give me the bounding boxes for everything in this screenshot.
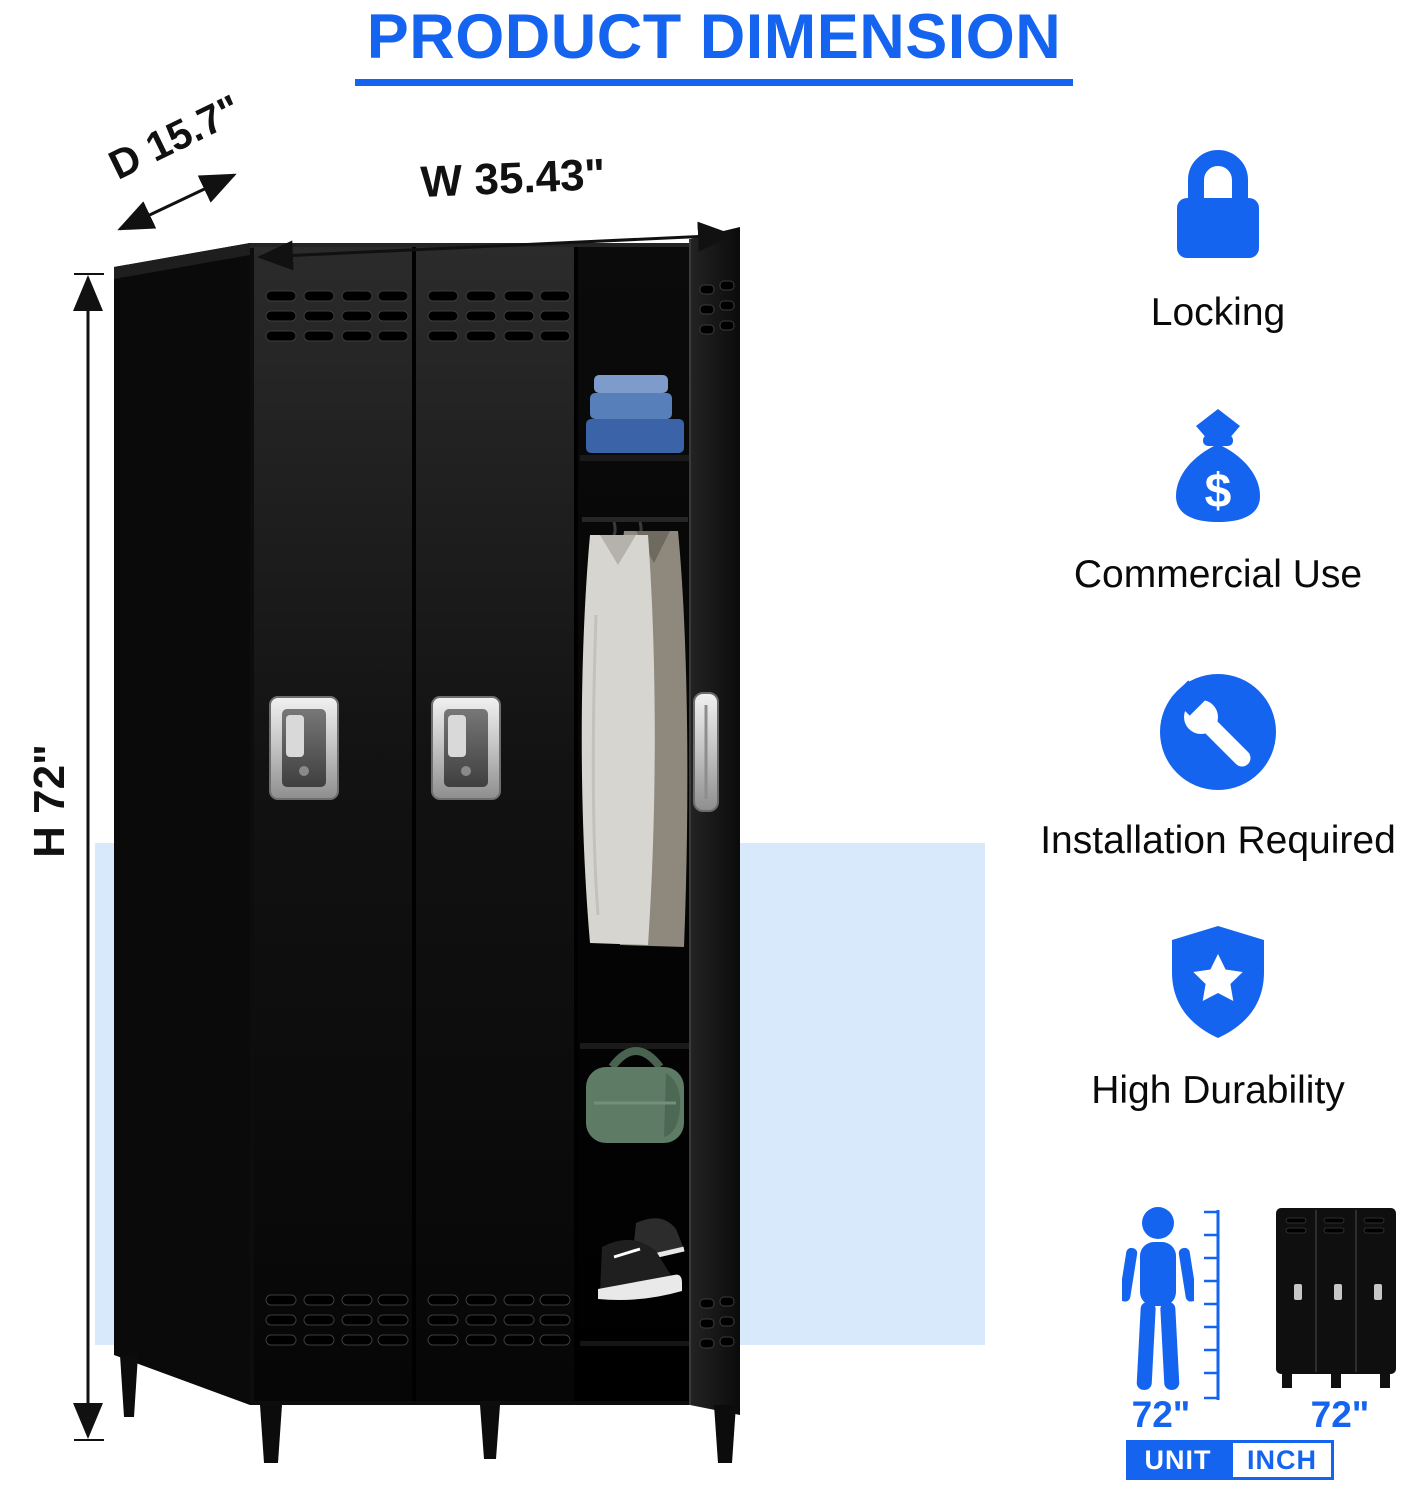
locker-door-left xyxy=(254,247,412,1401)
feature-label: Commercial Use xyxy=(1073,553,1363,596)
person-height-label: 72" xyxy=(1131,1394,1191,1435)
locker-height-label: 72" xyxy=(1310,1394,1370,1435)
feature-locking: Locking xyxy=(1008,140,1428,335)
width-dimension-label: W 35.43" xyxy=(419,149,607,208)
feature-commercial-use: $ Commercial Use xyxy=(1008,402,1428,597)
unit-label: UNIT xyxy=(1126,1440,1230,1480)
shield-star-icon xyxy=(1008,918,1428,1042)
locker-door-middle xyxy=(416,247,574,1401)
feature-installation: Installation Required xyxy=(1008,668,1428,863)
height-dimension-label: H 72" xyxy=(25,744,74,858)
locker-interior xyxy=(578,247,690,1401)
feature-label: Locking xyxy=(1150,291,1286,334)
height-ruler-icon xyxy=(1200,1208,1226,1407)
lock-icon xyxy=(1008,140,1428,264)
person-icon xyxy=(1119,1206,1197,1401)
locker-open-door xyxy=(689,227,740,1415)
dollar-symbol: $ xyxy=(1205,465,1232,518)
feature-label: High Durability xyxy=(1091,1069,1345,1112)
locker-side-panel xyxy=(114,243,250,1405)
locker-legs xyxy=(120,1355,736,1463)
unit-badge: UNIT INCH xyxy=(1126,1440,1334,1480)
money-bag-icon: $ xyxy=(1008,402,1428,526)
wrench-icon xyxy=(1008,668,1428,792)
feature-label: Installation Required xyxy=(1040,819,1396,862)
inch-label: INCH xyxy=(1230,1440,1334,1480)
depth-dimension-label: D 15.7" xyxy=(101,85,248,189)
locker-illustration xyxy=(114,227,740,1463)
feature-durability: High Durability xyxy=(1008,918,1428,1113)
page-title: PRODUCT DIMENSION xyxy=(354,4,1074,87)
mini-locker-icon xyxy=(1270,1204,1402,1399)
door-handle xyxy=(269,696,339,800)
title-row: PRODUCT DIMENSION xyxy=(0,4,1428,87)
door-handle xyxy=(431,696,501,800)
